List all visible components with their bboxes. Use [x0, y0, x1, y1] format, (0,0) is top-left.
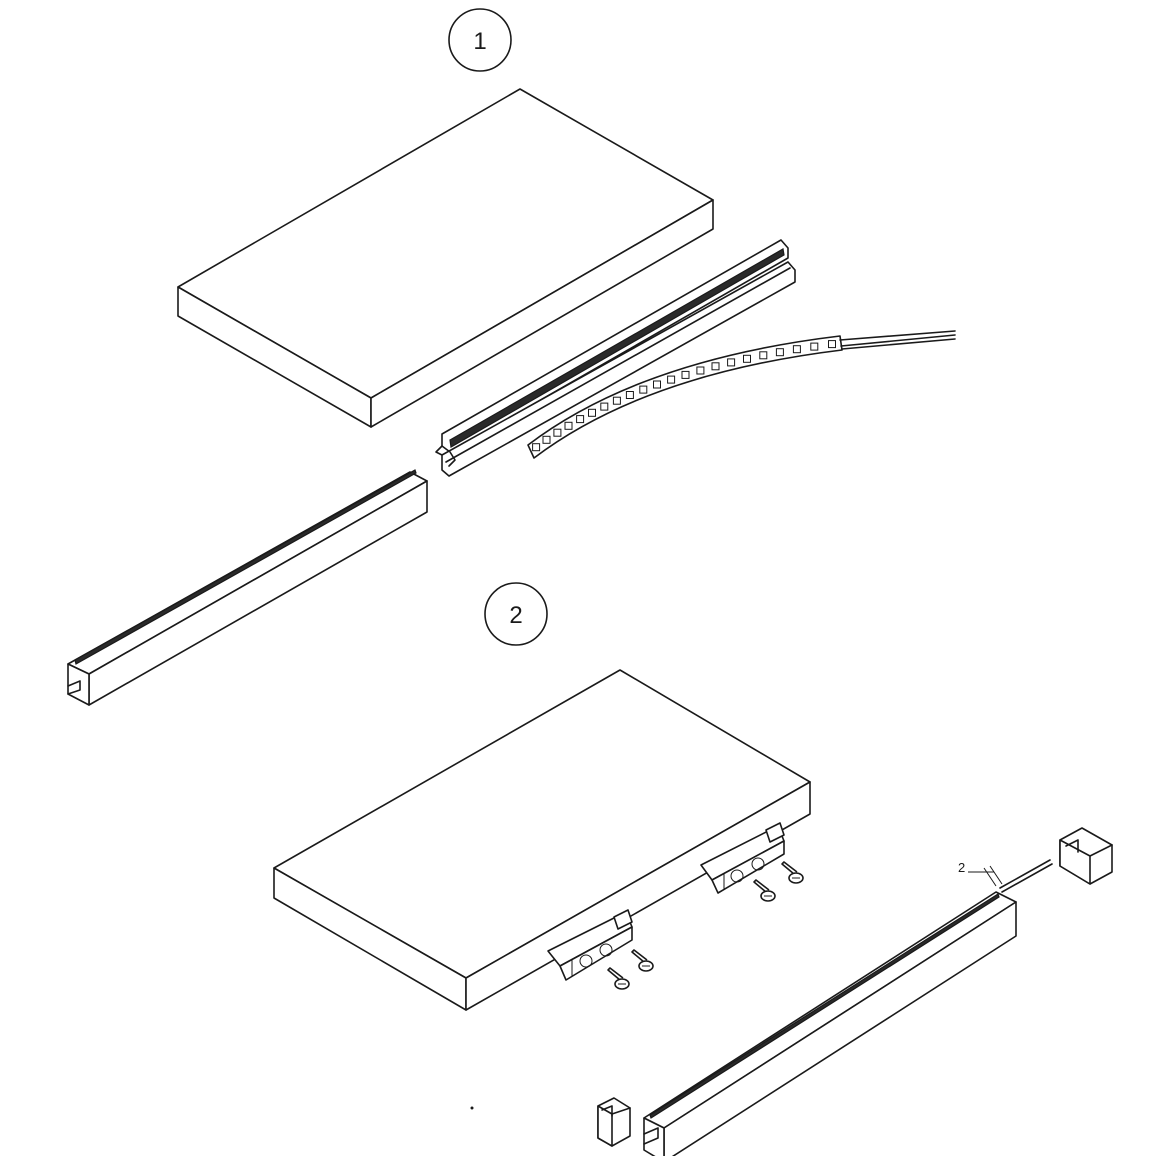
screws	[607, 861, 804, 990]
led-chip	[542, 435, 551, 444]
led-chip	[711, 362, 720, 371]
led-chip	[553, 428, 562, 437]
step-1-label: 1	[473, 28, 486, 55]
led-strip	[527, 335, 843, 459]
dimension-marker: 2	[958, 860, 1003, 887]
led-chip	[828, 340, 836, 349]
led-chips	[532, 340, 836, 452]
led-chip	[625, 391, 634, 399]
led-chip	[667, 375, 676, 384]
led-chip	[727, 358, 736, 367]
profile-wires	[999, 859, 1053, 893]
screw	[607, 967, 630, 990]
led-chip	[775, 348, 784, 357]
end-cap-left	[597, 1097, 631, 1147]
shelf-board-step1	[177, 88, 714, 428]
step-2-marker: 2	[484, 582, 548, 646]
shelf-board-step2	[273, 669, 811, 1011]
led-chip	[576, 415, 585, 424]
led-chip	[639, 385, 648, 394]
led-strip-wires	[839, 330, 956, 350]
screw	[753, 879, 776, 902]
led-chip	[600, 402, 609, 411]
led-chip	[653, 380, 661, 389]
led-channel-profile	[435, 239, 796, 477]
led-chip	[681, 370, 690, 379]
led-chip	[612, 396, 621, 405]
mounting-bracket-2	[700, 822, 785, 894]
led-chip	[743, 354, 751, 363]
step-2-label: 2	[509, 602, 522, 629]
led-profile-assembled	[643, 891, 1017, 1156]
led-chip	[810, 342, 819, 351]
led-chip	[696, 366, 705, 375]
diffuser-cover-profile	[67, 469, 428, 706]
screw	[631, 949, 654, 972]
mounting-bracket-1	[547, 909, 633, 981]
led-chip	[759, 351, 768, 360]
end-cap-right	[1059, 827, 1113, 885]
dimension-label: 2	[958, 860, 965, 875]
led-chip	[532, 443, 541, 452]
led-chip	[588, 408, 596, 417]
screw	[781, 861, 804, 884]
led-chip	[564, 421, 573, 430]
stray-mark	[470, 1106, 474, 1110]
led-chip	[792, 345, 801, 354]
step-1-marker: 1	[448, 8, 512, 72]
